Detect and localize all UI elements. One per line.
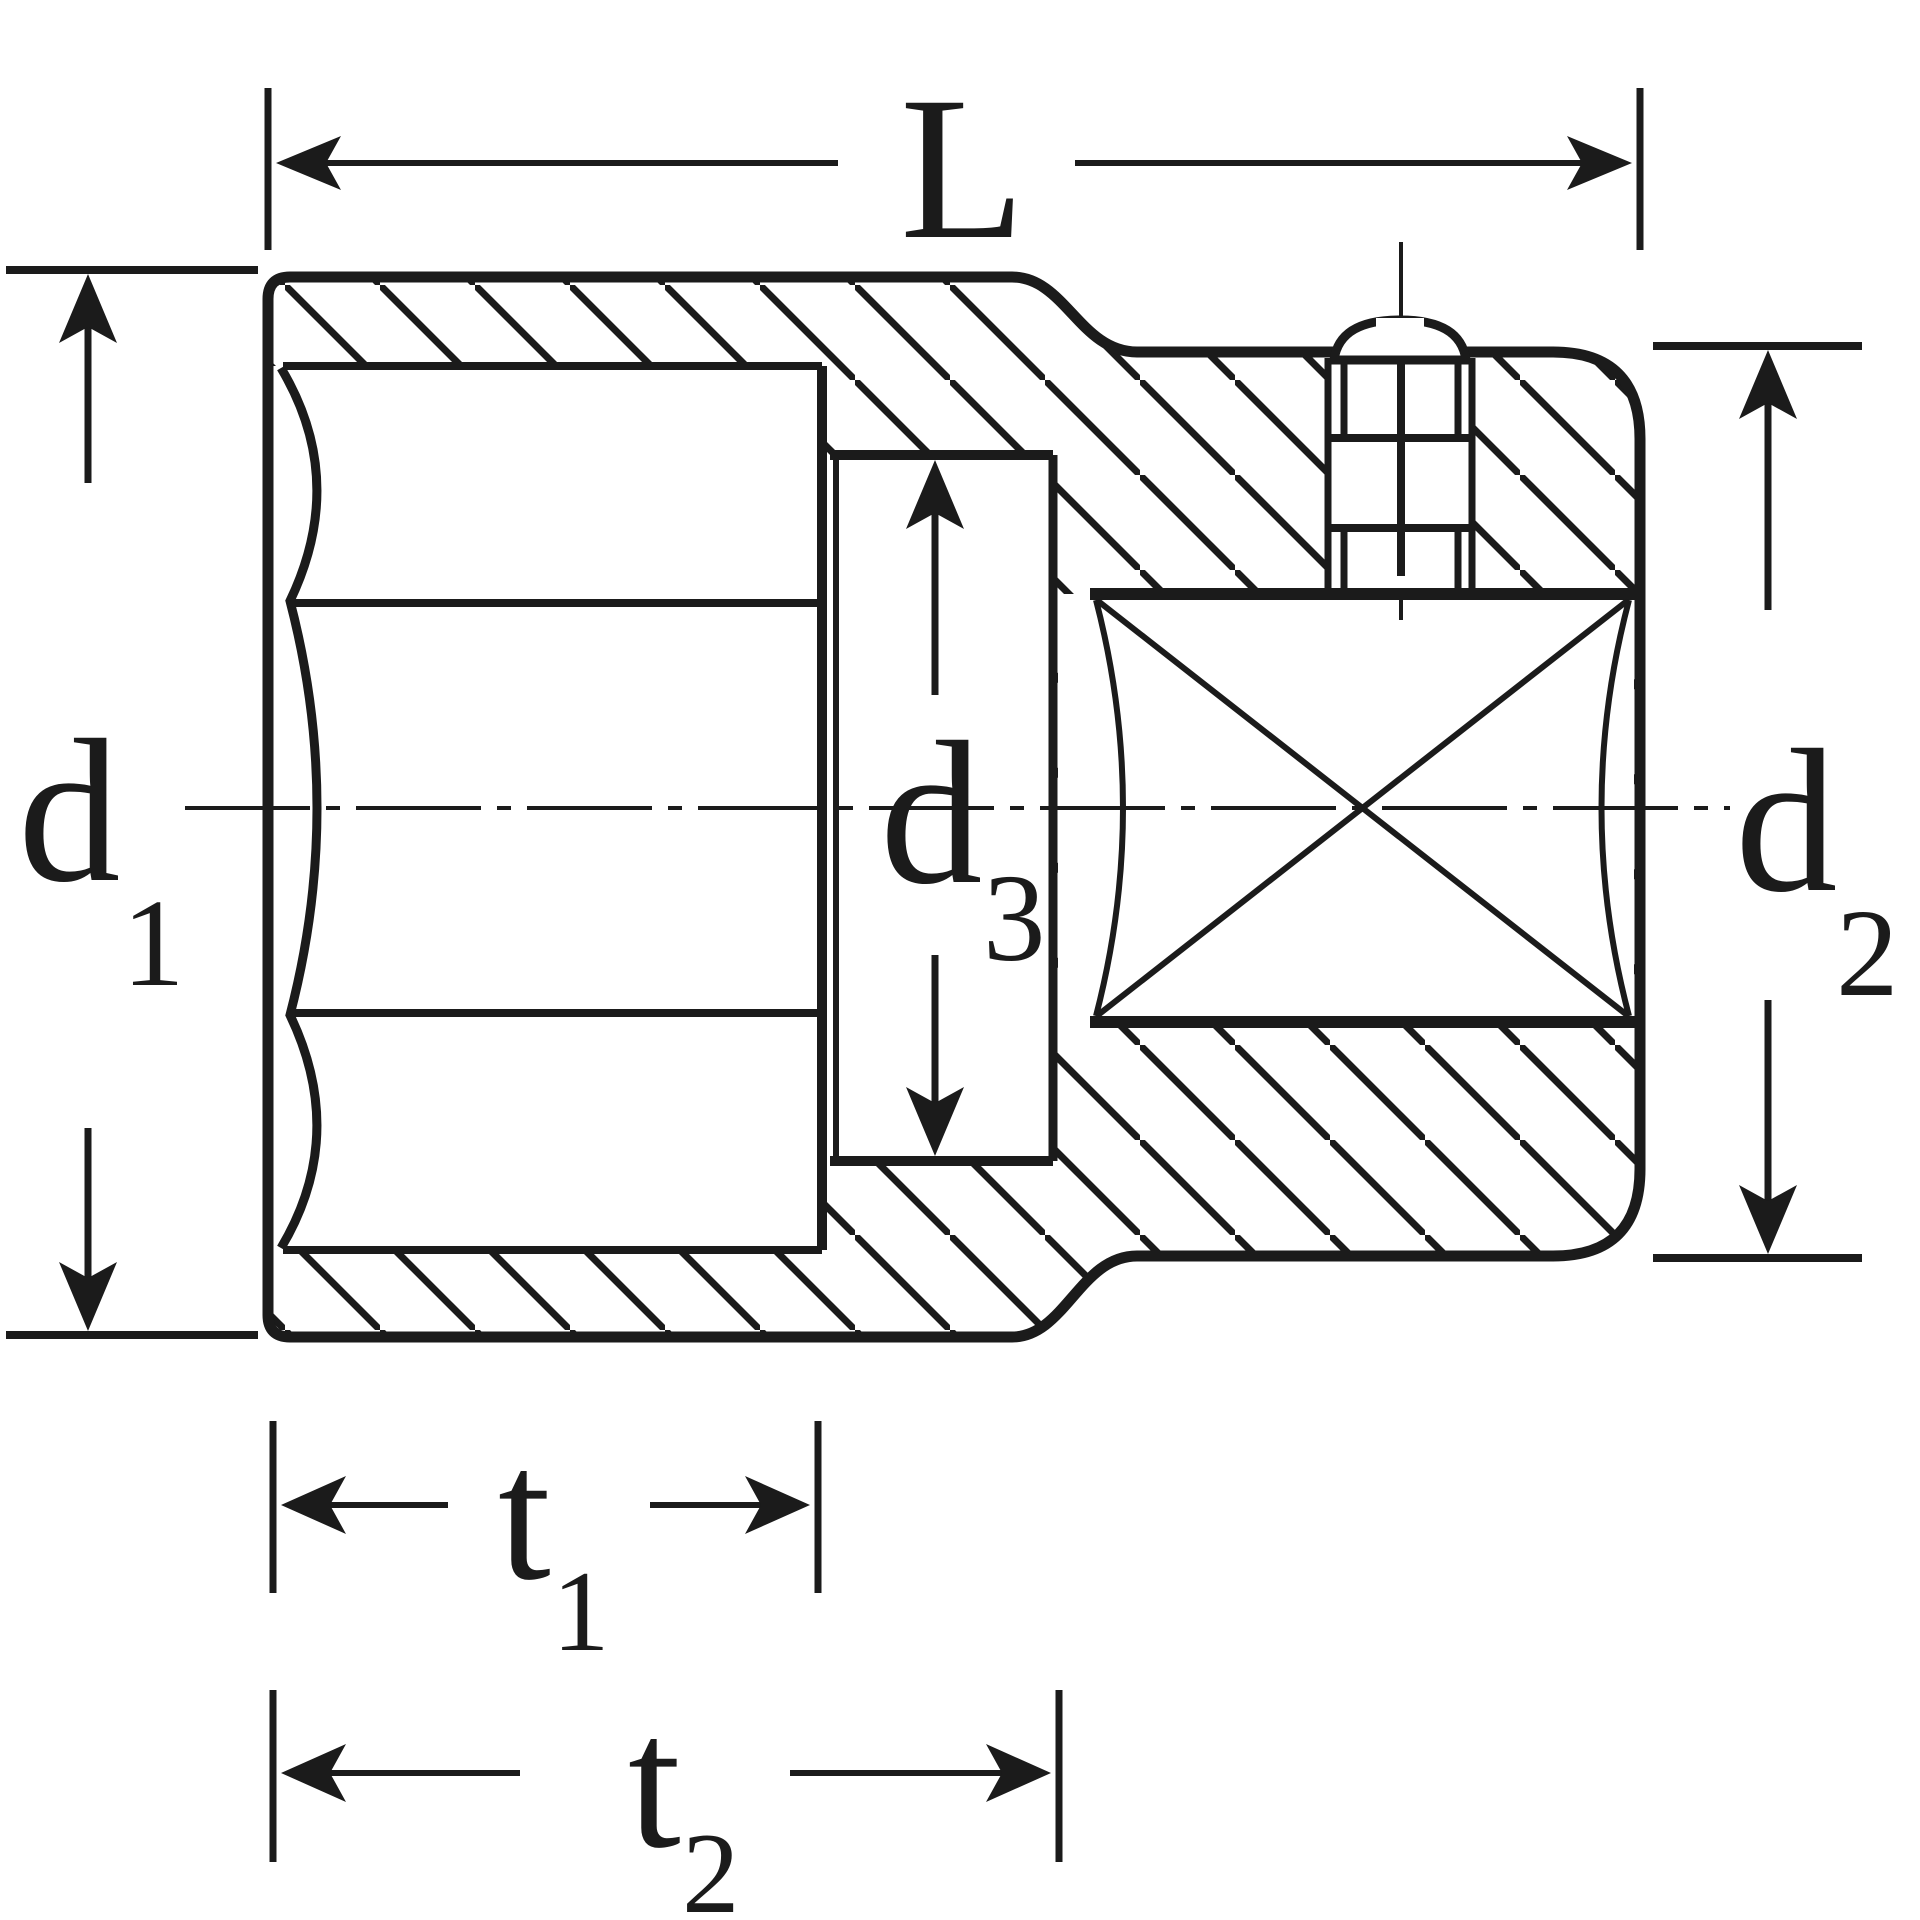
label-d1-sub: 1: [122, 875, 185, 1013]
label-t1-base: t: [498, 1410, 551, 1620]
label-d3-base: d: [880, 700, 983, 927]
L-arrowhead-right: [1567, 136, 1632, 190]
detent-pin: [1324, 242, 1476, 620]
label-d2-sub: 2: [1836, 885, 1899, 1023]
dimension-d3: [906, 460, 964, 1156]
dimension-d1: [6, 266, 258, 1339]
d2-arrowhead-up: [1739, 350, 1797, 419]
dimension-d2: [1653, 342, 1862, 1262]
label-t2-sub: 2: [682, 1810, 740, 1920]
dimension-L: [264, 88, 1644, 250]
hex-cavity-lines: [277, 362, 827, 1254]
body-outline: [262, 271, 1646, 1343]
L-arrowhead-left: [276, 136, 341, 190]
square-drive: [1090, 588, 1640, 1028]
t1-arrowhead-left: [281, 1476, 346, 1534]
t1-arrowhead-right: [745, 1476, 810, 1534]
square-right-arc: [1598, 599, 1632, 1017]
t2-arrowhead-left: [281, 1744, 346, 1802]
d3-arrowhead-up: [906, 460, 964, 529]
socket-body: [262, 271, 1646, 1343]
t2-arrowhead-right: [986, 1744, 1051, 1802]
label-d1-base: d: [18, 698, 121, 925]
label-t2-base: t: [628, 1678, 681, 1888]
square-left-arc: [1093, 599, 1126, 1017]
label-t1-sub: 1: [552, 1548, 610, 1675]
pin-dome-slot: [1376, 318, 1424, 333]
d1-arrowhead-down: [59, 1262, 117, 1331]
d3-arrowhead-down: [906, 1087, 964, 1156]
dimension-t1: [269, 1421, 822, 1593]
label-d2-base: d: [1735, 708, 1838, 935]
square-diagonal-2: [1096, 598, 1629, 1018]
d2-arrowhead-down: [1739, 1185, 1797, 1254]
d1-arrowhead-up: [59, 274, 117, 343]
label-d3-sub: 3: [983, 850, 1046, 988]
label-L: L: [900, 55, 1025, 282]
hex-mouth-curve: [277, 365, 322, 1251]
dimension-t2: [269, 1690, 1063, 1862]
bore-lines: [830, 450, 1058, 1166]
